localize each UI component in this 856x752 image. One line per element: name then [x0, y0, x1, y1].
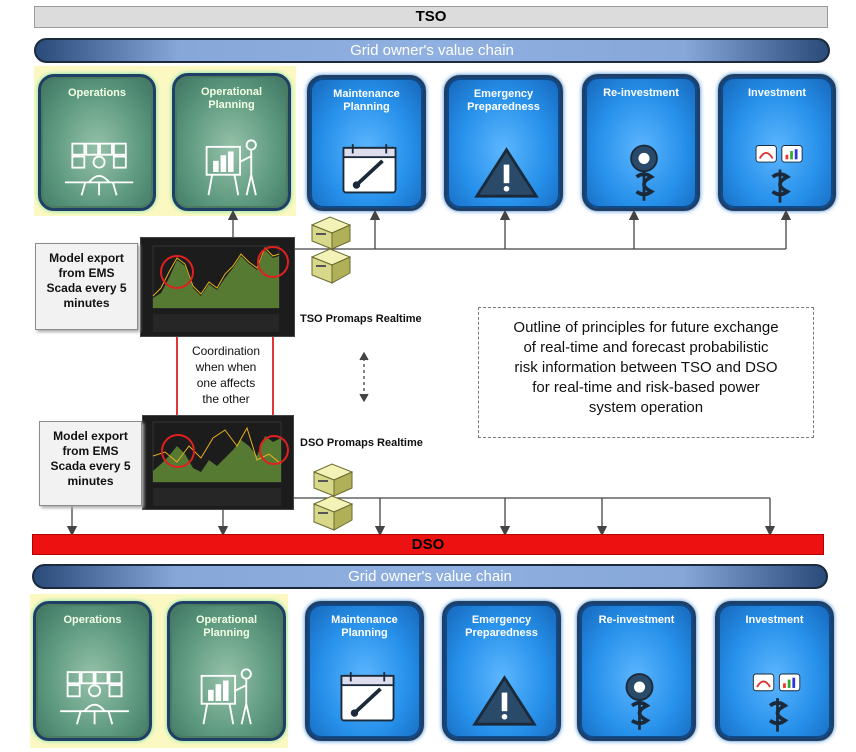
gear-dollar-icon	[625, 673, 654, 730]
tile-title: Re-investment	[603, 87, 679, 99]
tile-title: Emergency Preparedness	[467, 88, 540, 113]
tso-tile-maintenance-planning: Maintenance Planning	[307, 75, 426, 211]
presenter-board-icon	[200, 668, 252, 725]
calendar-screwdriver-icon	[340, 672, 395, 722]
tile-title: Operational Planning	[200, 86, 263, 111]
tso-realtime-chart	[140, 237, 295, 337]
calendar-screwdriver-icon	[342, 144, 397, 194]
dso-model-export-box: Model export from EMS Scada every 5 minu…	[39, 421, 142, 506]
tso-value-chain-banner: Grid owner's value chain	[34, 38, 830, 63]
warning-triangle-icon	[474, 147, 539, 198]
dso-value-chain-banner: Grid owner's value chain	[32, 564, 828, 589]
tile-title: Maintenance Planning	[333, 88, 400, 113]
tso-tile-operations: Operations	[38, 74, 156, 211]
dso-risk-area-plot	[152, 421, 289, 506]
tile-title: Operations	[63, 614, 122, 626]
tile-title: Emergency Preparedness	[465, 614, 538, 639]
gauge-chart-dollar-icon	[755, 145, 803, 203]
tile-title: Operational Planning	[195, 614, 258, 639]
tso-tile-investment: Investment	[718, 74, 836, 211]
tile-title: Maintenance Planning	[331, 614, 398, 639]
tile-title: Re-investment	[598, 614, 675, 626]
dso-server-icon	[312, 463, 354, 531]
dso-tile-operational-planning: Operational Planning	[167, 601, 286, 741]
outline-principles-box: Outline of principles for future exchang…	[478, 307, 814, 438]
dso-tile-emergency-preparedness: Emergency Preparedness	[442, 601, 561, 741]
gear-dollar-icon	[630, 144, 658, 201]
tile-title: Investment	[745, 614, 804, 626]
tso-tile-emergency-preparedness: Emergency Preparedness	[444, 75, 563, 211]
operator-screens-icon	[60, 671, 129, 725]
tso-server-icon	[310, 216, 352, 284]
dso-tile-operations: Operations	[33, 601, 152, 741]
tso-bar: TSO	[34, 6, 828, 28]
dso-promaps-label: DSO Promaps Realtime	[300, 437, 423, 449]
gauge-chart-dollar-icon	[752, 673, 801, 732]
dso-tile-investment: Investment	[715, 601, 834, 741]
tso-risk-area-plot	[152, 245, 289, 332]
presenter-board-icon	[205, 139, 257, 196]
tso-tile-operational-planning: Operational Planning	[172, 73, 291, 211]
dso-realtime-chart	[142, 415, 294, 510]
coordination-note: Coordination when when one affects the o…	[182, 343, 270, 409]
dso-tile-re-investment: Re-investment	[577, 601, 696, 741]
warning-triangle-icon	[472, 675, 537, 726]
operator-screens-icon	[64, 142, 134, 196]
tso-promaps-label: TSO Promaps Realtime	[300, 313, 422, 325]
dso-tile-maintenance-planning: Maintenance Planning	[305, 601, 424, 741]
dso-bar: DSO	[32, 534, 824, 555]
tso-tile-re-investment: Re-investment	[582, 74, 700, 211]
tile-title: Investment	[747, 87, 807, 99]
tile-title: Operations	[67, 87, 127, 99]
tso-model-export-box: Model export from EMS Scada every 5 minu…	[35, 243, 138, 330]
